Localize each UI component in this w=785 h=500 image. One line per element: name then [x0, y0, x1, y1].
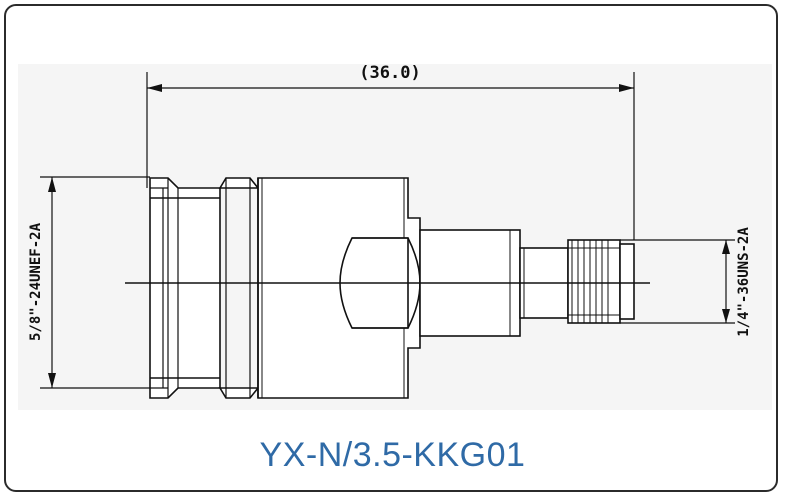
left-thread-label: 5/8"-24UNEF-2A — [28, 222, 44, 341]
left-thread-dimension — [40, 176, 150, 389]
arrowhead-left-icon — [147, 84, 162, 92]
middle-hex-body — [218, 177, 421, 399]
right-thread-dimension — [620, 239, 735, 324]
arrowhead-right-icon — [619, 84, 634, 92]
arrowhead-up-icon — [48, 177, 56, 192]
product-model-caption: YX-N/3.5-KKG01 — [259, 436, 526, 474]
arrowhead-down-icon — [722, 309, 730, 323]
overall-length-label: (36.0) — [359, 63, 420, 83]
arrowhead-up-icon — [722, 240, 730, 254]
n-female-body — [149, 177, 221, 399]
arrowhead-down-icon — [48, 373, 56, 388]
threaded-end-3-5 — [567, 239, 635, 324]
right-thread-label: 1/4"-36UNS-2A — [736, 227, 752, 337]
overall-dimension — [146, 72, 635, 240]
